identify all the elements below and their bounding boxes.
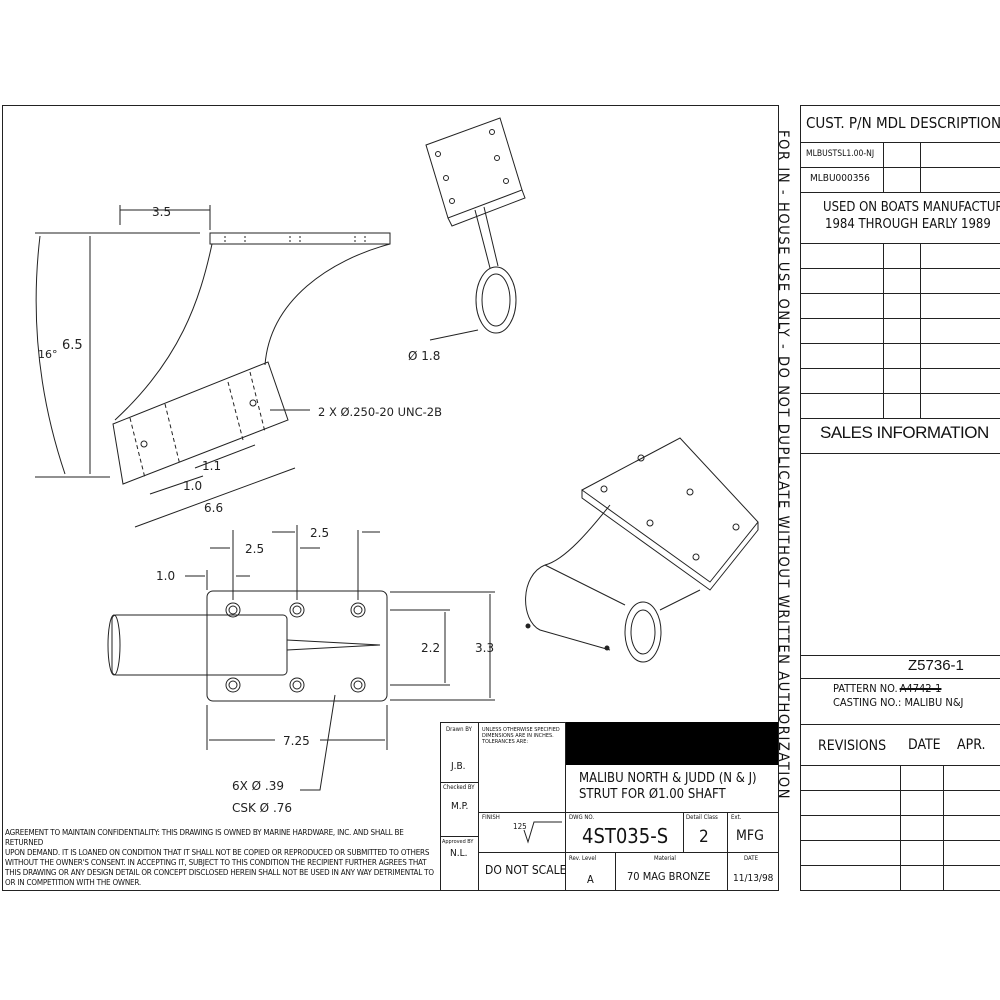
svg-text:2 X Ø.250-20 UNC-2B: 2 X Ø.250-20 UNC-2B	[318, 405, 442, 419]
confidentiality-notice: AGREEMENT TO MAINTAIN CONFIDENTIALITY: T…	[5, 828, 440, 888]
conf-line: THIS DRAWING OR ANY DESIGN DETAIL OR CON…	[5, 868, 434, 877]
ext: MFG	[736, 828, 764, 844]
right-panel-header: CUST. P/N MDL DESCRIPTION	[806, 114, 1000, 132]
svg-text:6.6: 6.6	[204, 501, 223, 515]
side-view	[35, 205, 391, 528]
conf-line: WITHOUT THE OWNER'S CONSENT. IN ACCEPTIN…	[5, 858, 427, 867]
dim-1-0: 1.0	[183, 479, 202, 493]
dim-top: 3.5	[152, 205, 171, 219]
svg-text:2.2: 2.2	[421, 641, 440, 655]
date: 11/13/98	[733, 873, 774, 884]
material: 70 MAG BRONZE	[627, 870, 711, 883]
surface-finish-symbol-icon	[523, 821, 562, 844]
dim-outer-width: 3.3	[475, 641, 494, 655]
table-row-line	[800, 343, 1000, 344]
pattern-label: PATTERN NO.A4742-1	[833, 682, 942, 695]
table-row-line	[800, 268, 1000, 269]
usage-note-1: USED ON BOATS MANUFACTURED	[823, 200, 1000, 215]
title-line-1: MALIBU NORTH & JUDD (N & J)	[579, 771, 757, 786]
table-row-line	[800, 318, 1000, 319]
svg-text:1.0: 1.0	[156, 569, 175, 583]
revisions-label: REVISIONS	[818, 738, 887, 754]
plan-view	[107, 525, 495, 791]
conf-line: UPON DEMAND. IT IS LOANED ON CONDITION T…	[5, 848, 430, 857]
title-black-bar	[565, 722, 778, 765]
conf-line: OR IN COMPETITION WITH THE OWNER.	[5, 878, 141, 887]
tolerance-line: TOLERANCES ARE:	[482, 739, 529, 745]
technical-drawings: 3.5 6.5 16° 2 X Ø.250-20 UNC-2B 1.1 1.0 …	[35, 117, 759, 815]
top-view	[425, 117, 526, 341]
dim-height: 6.5	[62, 338, 83, 353]
detail-class-label: Detail Class	[686, 814, 718, 821]
dwg-no-label: DWG NO.	[569, 814, 595, 821]
drawn-by-label: Drawn BY	[446, 726, 472, 733]
hole-callout: 6X Ø .39	[232, 779, 284, 793]
checked-by-label: Checked BY	[443, 784, 475, 791]
dim-dia-1-8: Ø 1.8	[408, 349, 440, 363]
svg-text:2.5: 2.5	[310, 526, 329, 540]
usage-note-2: 1984 THROUGH EARLY 1989	[825, 217, 991, 232]
approved-by-label: Approved BY	[442, 839, 474, 845]
sales-information-heading: SALES INFORMATION	[820, 423, 989, 442]
rev-label: Rev. Level	[569, 855, 597, 862]
table-row-line	[800, 393, 1000, 394]
finish-value: 125	[513, 822, 527, 831]
svg-text:CSK Ø .76: CSK Ø .76	[232, 801, 292, 815]
tolerance-line: UNLESS OTHERWISE SPECIFIED	[482, 727, 560, 733]
drawn-by: J.B.	[451, 761, 466, 772]
dim-angle: 16°	[38, 348, 58, 361]
z-number: Z5736-1	[908, 657, 964, 674]
dim-spacing-1: 2.5	[245, 542, 264, 556]
revisions-date-label: DATE	[908, 737, 941, 753]
part-number-1: MLBUSTSL1.00-NJ	[806, 149, 875, 159]
svg-text:3.3: 3.3	[475, 641, 494, 655]
table-row-line	[800, 368, 1000, 369]
dim-offset: 1.0	[156, 569, 175, 583]
svg-text:Ø 1.8: Ø 1.8	[408, 349, 440, 363]
dwg-no: 4ST035-S	[582, 824, 669, 848]
revisions-apr-label: APR.	[957, 737, 986, 753]
dim-spacing-2: 2.5	[310, 526, 329, 540]
table-row-line	[800, 293, 1000, 294]
dim-length: 7.25	[283, 734, 310, 748]
right-panel	[800, 105, 1000, 891]
material-label: Material	[654, 855, 676, 862]
tolerance-line: DIMENSIONS ARE IN INCHES.	[482, 733, 554, 739]
rev-level: A	[587, 873, 594, 886]
conf-line: AGREEMENT TO MAINTAIN CONFIDENTIALITY: T…	[5, 828, 404, 847]
svg-text:1.0: 1.0	[183, 479, 202, 493]
dim-6-6: 6.6	[204, 501, 223, 515]
svg-text:2.5: 2.5	[245, 542, 264, 556]
svg-text:6X Ø .39: 6X Ø .39	[232, 779, 284, 793]
approved-by: N.L.	[450, 848, 468, 859]
table-row-line	[800, 418, 1000, 419]
detail-class: 2	[699, 827, 709, 847]
hole-note: 2 X Ø.250-20 UNC-2B	[318, 405, 442, 419]
part-number-2: MLBU000356	[810, 173, 870, 184]
finish-label: FINISH	[482, 814, 500, 821]
dim-1-1: 1.1	[202, 459, 221, 473]
do-not-scale: DO NOT SCALE	[485, 863, 567, 877]
isometric-view	[525, 437, 759, 663]
checked-by: M.P.	[451, 801, 469, 812]
casting-line: CASTING NO.: MALIBU N&J	[833, 696, 964, 709]
title-line-2: STRUT FOR Ø1.00 SHAFT	[579, 787, 726, 802]
svg-text:6.5: 6.5	[62, 338, 83, 353]
svg-text:16°: 16°	[38, 348, 58, 361]
ext-label: Ext.	[731, 814, 742, 821]
dim-inner-width: 2.2	[421, 641, 440, 655]
pattern-value-struck: A4742-1	[899, 682, 942, 695]
date-label: DATE	[744, 855, 758, 862]
svg-text:7.25: 7.25	[283, 734, 310, 748]
csk-callout: CSK Ø .76	[232, 801, 292, 815]
svg-text:1.1: 1.1	[202, 459, 221, 473]
tolerance-note: UNLESS OTHERWISE SPECIFIED DIMENSIONS AR…	[482, 727, 560, 745]
drawing-frame	[2, 105, 779, 891]
